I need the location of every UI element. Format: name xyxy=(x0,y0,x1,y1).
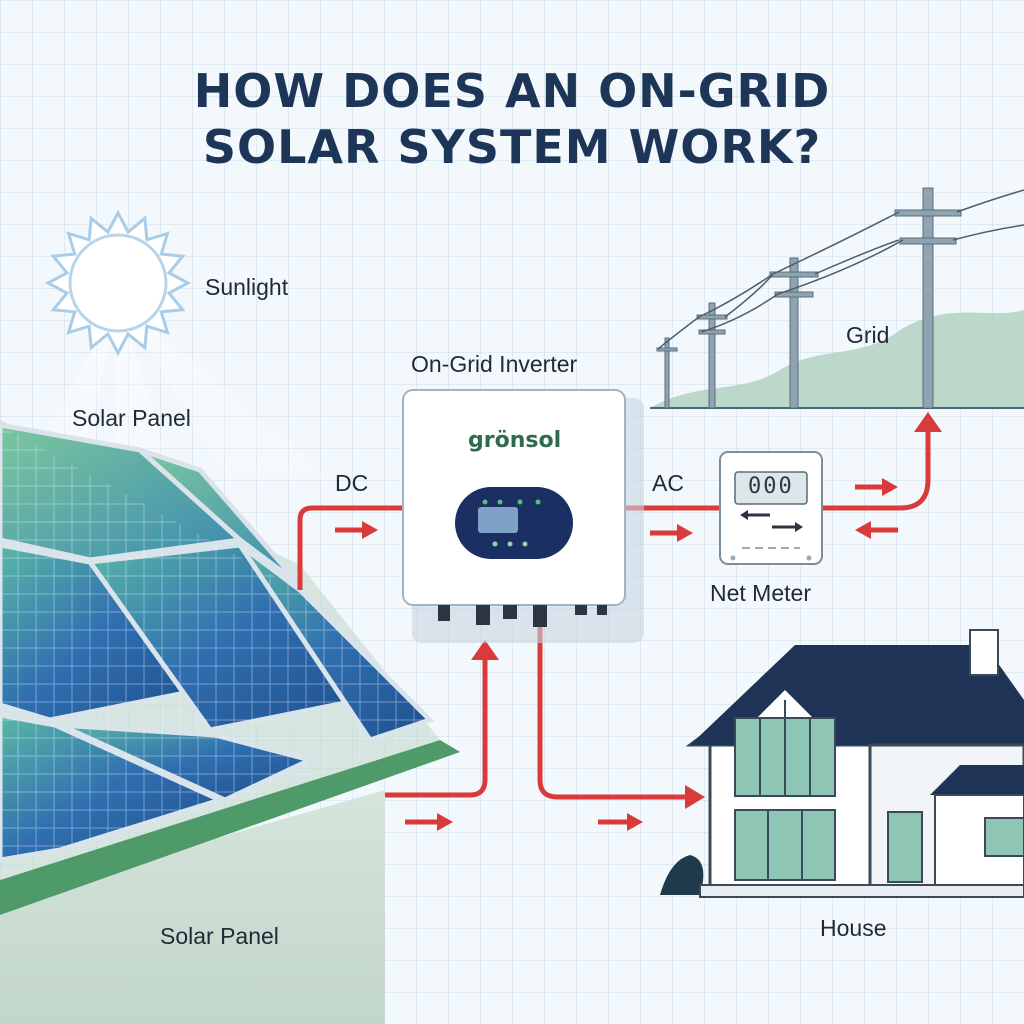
inverter-icon xyxy=(402,389,644,643)
sun-icon xyxy=(44,209,192,357)
power-pole-icon xyxy=(656,187,962,409)
net-meter-display: 000 xyxy=(748,474,794,499)
label-inverter: On-Grid Inverter xyxy=(411,351,578,377)
flow-lines xyxy=(297,425,931,800)
label-house: House xyxy=(820,915,887,941)
label-sunlight: Sunlight xyxy=(205,274,289,300)
power-lines xyxy=(657,189,1024,350)
solar-panel-icon xyxy=(0,422,440,863)
net-meter-icon xyxy=(719,451,823,565)
arrow-icon xyxy=(471,412,942,809)
flow-direction-arrows xyxy=(335,478,898,831)
label-net-meter: Net Meter xyxy=(710,580,811,606)
roof-edge xyxy=(0,740,460,915)
building-wall xyxy=(0,790,385,1024)
label-dc: DC xyxy=(335,470,369,496)
inverter-brand-logo: grönsol xyxy=(468,428,562,453)
page-title-line-2: SOLAR SYSTEM WORK? xyxy=(202,120,822,174)
house-icon xyxy=(660,629,1024,898)
grid-hills xyxy=(650,310,1024,408)
label-solar-panel-top: Solar Panel xyxy=(72,405,191,431)
label-ac: AC xyxy=(652,470,684,496)
label-solar-panel-bottom: Solar Panel xyxy=(160,923,279,949)
page-title-line-1: HOW DOES AN ON-GRID xyxy=(193,64,831,118)
label-grid: Grid xyxy=(846,322,890,348)
